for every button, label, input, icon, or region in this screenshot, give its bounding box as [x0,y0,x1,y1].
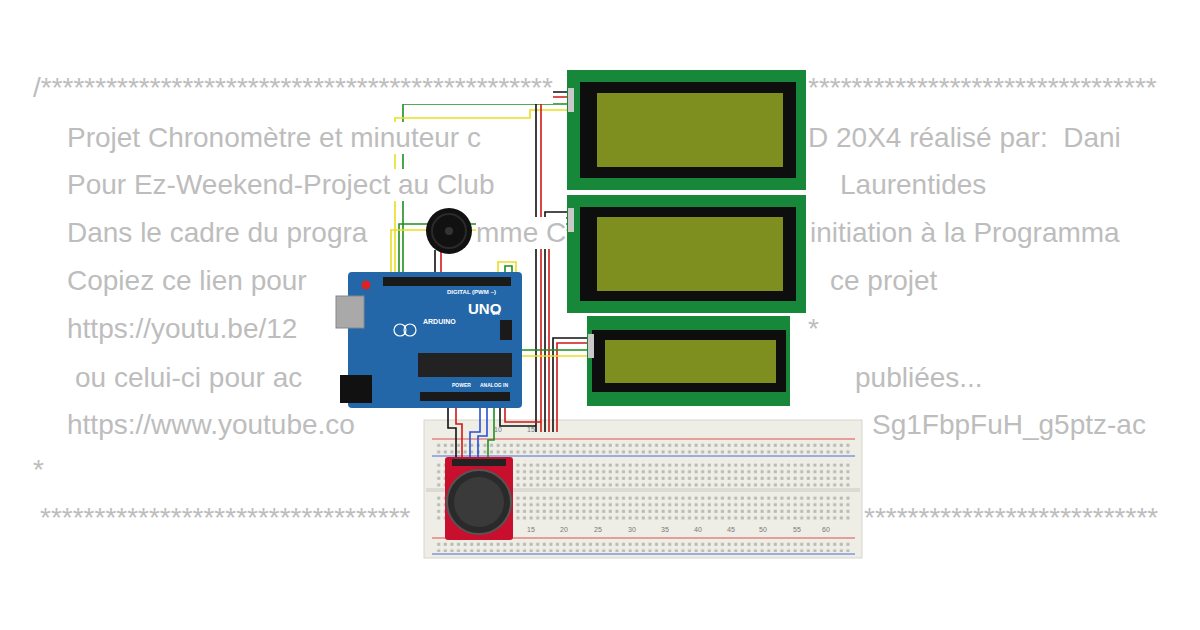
breadboard-number: 45 [727,526,735,534]
code-comment: Laurentides [840,169,986,201]
code-comment: Projet Chronomètre et minuteur c [67,122,481,154]
breadboard-number: 10 [494,426,502,434]
code-comment: Dans le cadre du progra [67,217,367,249]
code-comment: mme C [476,217,566,249]
code-comment: /***************************************… [33,72,553,104]
code-comment: ******************************** [808,72,1157,104]
breadboard-number: 40 [694,526,702,534]
code-comment: https://youtu.be/12 [67,313,297,345]
arduino-uno [336,272,522,408]
breadboard-number: 15 [527,426,535,434]
board-label: DIGITAL (PWM ~) [447,289,496,296]
buzzer [426,208,472,254]
code-comment: publiées... [855,362,983,394]
code-comment: initiation à la Programma [810,217,1120,249]
code-comment: D 20X4 réalisé par: Dani [808,122,1121,154]
lcd-20x4 [567,70,806,190]
breadboard-number: 50 [759,526,767,534]
code-comment: ou celui-ci pour ac [75,362,302,394]
joystick [445,457,513,540]
code-comment: Sg1FbpFuH_g5ptz-ac [872,409,1146,441]
board-label: ARDUINO [423,318,456,326]
code-comment: ********************************** [40,502,410,534]
code-comment: ce projet [830,265,937,297]
code-comment: *************************** [864,502,1158,534]
breadboard-number: 55 [793,526,801,534]
breadboard-number: 60 [822,526,830,534]
breadboard-number: 20 [560,526,568,534]
lcd-16x2 [587,316,790,406]
breadboard-number: 25 [594,526,602,534]
code-comment: Copiez ce lien pour [67,265,307,297]
board-label: ON [492,311,500,317]
breadboard-number: 30 [628,526,636,534]
board-label: POWER [452,383,471,389]
breadboard-number: 15 [527,526,535,534]
board-label: ANALOG IN [480,383,508,389]
lcd-20x4 [567,195,806,313]
code-comment: * [808,313,819,345]
breadboard-number: 35 [661,526,669,534]
code-comment: Pour Ez-Weekend-Project au Club [67,169,494,201]
code-comment: https://www.youtube.co [67,409,355,441]
code-comment: * [33,454,44,486]
